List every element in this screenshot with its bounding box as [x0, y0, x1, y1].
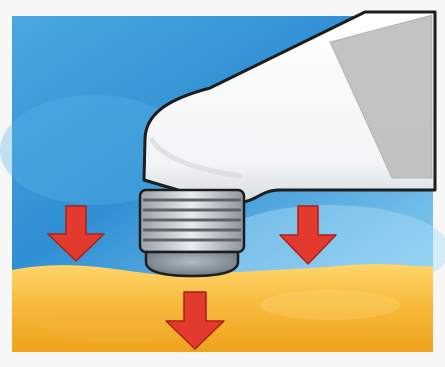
sand-highlight	[260, 290, 400, 320]
applicator-tip	[146, 252, 238, 276]
threaded-nozzle	[140, 190, 244, 252]
